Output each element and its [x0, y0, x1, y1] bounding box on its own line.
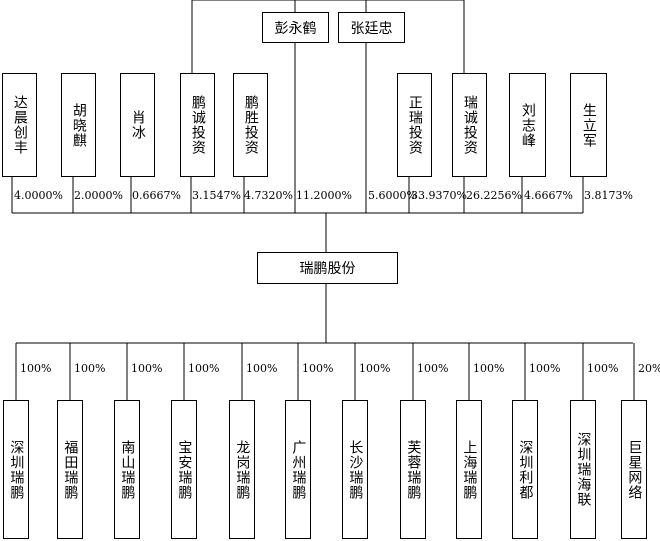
- shareholder-pct-9: 4.6667%: [524, 189, 573, 202]
- subsidiary-pct-4: 100%: [246, 362, 278, 375]
- shareholder-pct-10: 3.8173%: [584, 189, 633, 202]
- shareholder-box-0: 达晨创丰: [2, 73, 37, 177]
- subsidiary-box-11: 巨星网络: [621, 400, 647, 539]
- shareholder-pct-8: 26.2256%: [466, 189, 522, 202]
- subsidiary-pct-3: 100%: [188, 362, 220, 375]
- shareholder-pct-5: 11.2000%: [296, 189, 352, 202]
- subsidiary-box-5: 广州瑞鹏: [285, 400, 311, 539]
- shareholder-pct-4: 4.7320%: [244, 189, 293, 202]
- subsidiary-pct-0: 100%: [20, 362, 52, 375]
- subsidiary-box-2: 南山瑞鹏: [114, 400, 140, 539]
- shareholder-box-4: 鹏胜投资: [233, 73, 268, 177]
- subsidiary-box-8: 上海瑞鹏: [456, 400, 482, 539]
- shareholder-box-3: 鹏诚投资: [180, 73, 215, 177]
- shareholder-pct-6: 5.6000%: [368, 189, 417, 202]
- subsidiary-pct-11: 20%: [638, 362, 660, 375]
- shareholder-box-7: 正瑞投资: [397, 73, 432, 177]
- subsidiary-pct-5: 100%: [302, 362, 334, 375]
- shareholder-pct-2: 0.6667%: [132, 189, 181, 202]
- subsidiary-box-9: 深圳利都: [512, 400, 538, 539]
- subsidiary-box-6: 长沙瑞鹏: [342, 400, 368, 539]
- individual-box-peng-yonghe: 彭永鹤: [262, 12, 329, 43]
- shareholder-pct-0: 4.0000%: [14, 189, 63, 202]
- company-box-ruipeng: 瑞鹏股份: [257, 252, 398, 284]
- shareholder-pct-3: 3.1547%: [192, 189, 241, 202]
- shareholder-pct-7: 33.9370%: [411, 189, 467, 202]
- shareholder-box-1: 胡晓麒: [61, 73, 96, 177]
- subsidiary-pct-7: 100%: [417, 362, 449, 375]
- subsidiary-box-3: 宝安瑞鹏: [171, 400, 197, 539]
- subsidiary-box-1: 福田瑞鹏: [57, 400, 83, 539]
- subsidiary-box-10: 深圳瑞海联: [570, 400, 596, 539]
- individual-box-zhang-tingzhong: 张廷忠: [338, 12, 405, 43]
- subsidiary-pct-1: 100%: [74, 362, 106, 375]
- shareholder-box-9: 刘志峰: [509, 73, 546, 177]
- subsidiary-box-7: 芙蓉瑞鹏: [400, 400, 426, 539]
- subsidiary-pct-9: 100%: [529, 362, 561, 375]
- shareholder-box-8: 瑞诚投资: [452, 73, 487, 177]
- shareholder-box-10: 生立军: [570, 73, 607, 177]
- subsidiary-pct-10: 100%: [587, 362, 619, 375]
- subsidiary-box-4: 龙岗瑞鹏: [229, 400, 255, 539]
- subsidiary-pct-6: 100%: [359, 362, 391, 375]
- subsidiary-pct-2: 100%: [131, 362, 163, 375]
- shareholder-box-2: 肖冰: [120, 73, 155, 177]
- subsidiary-box-0: 深圳瑞鹏: [3, 400, 29, 539]
- subsidiary-pct-8: 100%: [473, 362, 505, 375]
- shareholder-pct-1: 2.0000%: [74, 189, 123, 202]
